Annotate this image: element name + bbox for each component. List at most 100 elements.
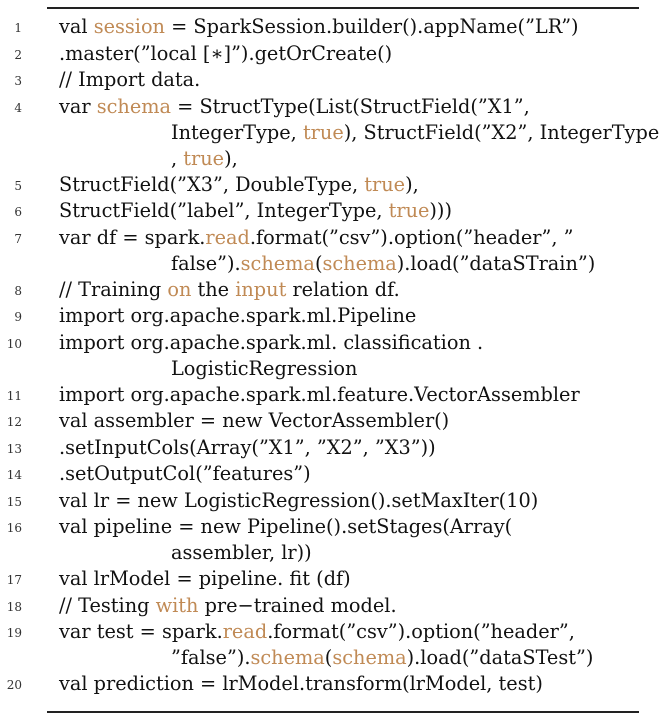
code-text: import org.apache.spark.ml.Pipeline: [59, 303, 416, 330]
code-token: // Training: [59, 277, 168, 301]
line-number: 12: [6, 415, 22, 429]
code-text: // Import data.: [59, 67, 200, 94]
code-continuation: false”).schema(schema).load(”dataSTrain”…: [171, 251, 595, 278]
code-line: 11 import org.apache.spark.ml.feature.Vec…: [0, 382, 646, 409]
code-token: (: [324, 646, 333, 669]
code-text: val assembler = new VectorAssembler(): [59, 408, 449, 435]
code-text: val prediction = lrModel.transform(lrMod…: [59, 671, 543, 698]
line-number: 14: [6, 468, 22, 482]
code-line: 9 import org.apache.spark.ml.Pipeline: [0, 303, 646, 330]
code-line: 16 val pipeline = new Pipeline().setStage…: [0, 514, 646, 566]
keyword-token: schema: [322, 251, 397, 275]
code-line: 8 // Training on the input relation df.: [0, 277, 646, 304]
code-text: // Testing with pre−trained model.: [59, 593, 397, 620]
bottom-rule: [47, 711, 639, 713]
code-text: .setInputCols(Array(”X1”, ”X2”, ”X3”)): [59, 435, 436, 462]
line-number: 3: [14, 74, 22, 88]
keyword-token: on: [167, 277, 192, 301]
line-number: 9: [14, 310, 22, 324]
code-token: .setInputCols(Array(”X1”, ”X2”, ”X3”)): [59, 435, 436, 459]
keyword-token: schema: [250, 646, 325, 669]
code-line: 4 var schema = StructType(List(StructFiel…: [0, 94, 659, 173]
keyword-token: true: [302, 120, 344, 144]
code-text: StructField(”label”, IntegerType, true))…: [59, 198, 452, 225]
code-line: 3 // Import data.: [0, 67, 646, 94]
line-number: 19: [6, 626, 22, 640]
line-number: 16: [6, 521, 22, 535]
code-token: import org.apache.spark.ml.feature.Vecto…: [59, 382, 580, 406]
code-token: ”false”).: [171, 646, 251, 669]
code-token: = SparkSession.builder().appName(”LR”): [164, 15, 579, 38]
code-text: val lrModel = pipeline. fit (df): [59, 566, 351, 593]
keyword-token: schema: [96, 94, 172, 118]
code-token: .master(”local [∗]”).getOrCreate(): [59, 41, 393, 65]
code-token: StructField(”X3”, DoubleType,: [59, 172, 365, 196]
code-token: var df = spark.: [59, 225, 206, 249]
code-text: StructField(”X3”, DoubleType, true),: [59, 172, 419, 199]
code-line: 18 // Testing with pre−trained model.: [0, 593, 646, 620]
code-token: (: [314, 251, 323, 275]
code-continuation: , true),: [171, 146, 238, 173]
code-token: pre−trained model.: [198, 593, 397, 617]
code-token: relation df.: [286, 277, 400, 301]
keyword-token: true: [183, 146, 225, 170]
keyword-token: read: [205, 225, 250, 249]
keyword-token: read: [222, 620, 268, 643]
line-number: 5: [14, 178, 22, 193]
code-token: ), StructField(”X2”, IntegerType: [343, 120, 659, 144]
keyword-token: true: [388, 199, 430, 222]
code-token: ))): [429, 199, 452, 222]
line-number: 2: [14, 47, 22, 62]
code-token: var: [59, 94, 97, 118]
code-text: .master(”local [∗]”).getOrCreate(): [59, 41, 392, 68]
code-line: 13 .setInputCols(Array(”X1”, ”X2”, ”X3”)): [0, 435, 646, 462]
code-line: 5 StructField(”X3”, DoubleType, true),: [0, 172, 646, 199]
line-number: 11: [6, 388, 22, 403]
line-number: 1: [14, 21, 22, 35]
code-token: ).load(”dataSTrain”): [396, 251, 596, 275]
keyword-token: schema: [332, 646, 407, 669]
code-token: import org.apache.spark.ml. classificati…: [59, 330, 484, 354]
code-token: val lr = new LogisticRegression().setMax…: [59, 488, 539, 512]
code-token: ),: [224, 146, 238, 170]
code-text: .setOutputCol(”features”): [59, 461, 311, 488]
code-token: val assembler = new VectorAssembler(): [59, 409, 450, 432]
code-token: LogisticRegression: [171, 356, 358, 380]
line-number: 8: [14, 283, 22, 298]
code-line: 20 val prediction = lrModel.transform(lrM…: [0, 671, 646, 698]
code-token: .format(”csv”).option(”header”, ”: [249, 225, 574, 249]
code-token: ).load(”dataSTest”): [406, 646, 594, 669]
line-number: 20: [6, 678, 22, 692]
line-number: 13: [6, 441, 22, 456]
keyword-token: input: [235, 277, 287, 301]
code-text: import org.apache.spark.ml.feature.Vecto…: [59, 382, 580, 409]
code-token: val prediction = lrModel.transform(lrMod…: [59, 672, 543, 695]
code-line: 1 val session = SparkSession.builder().ap…: [0, 14, 646, 41]
code-continuation: assembler, lr)): [171, 540, 312, 567]
code-text: val session = SparkSession.builder().app…: [59, 14, 579, 41]
code-listing: 1 val session = SparkSession.builder().ap…: [0, 14, 659, 698]
code-token: IntegerType,: [171, 120, 303, 144]
code-token: .setOutputCol(”features”): [59, 462, 311, 485]
code-text: // Training on the input relation df.: [59, 277, 400, 304]
top-rule: [47, 7, 639, 9]
line-number: 18: [6, 599, 22, 614]
code-token: = StructType(List(StructField(”X1”,: [171, 94, 530, 118]
code-token: .format(”csv”).option(”header”,: [267, 620, 575, 643]
code-text: var df = spark.read.format(”csv”).option…: [59, 225, 595, 275]
code-token: the: [191, 277, 236, 301]
code-token: val pipeline = new Pipeline().setStages(…: [59, 515, 513, 538]
line-number: 4: [14, 100, 22, 115]
code-continuation: LogisticRegression: [171, 356, 357, 383]
code-token: val lrModel = pipeline. fit (df): [59, 567, 351, 590]
code-token: false”).: [171, 251, 241, 275]
code-line: 2 .master(”local [∗]”).getOrCreate(): [0, 41, 646, 68]
code-token: ,: [171, 146, 184, 170]
keyword-token: true: [364, 172, 406, 196]
code-token: val: [59, 15, 94, 38]
